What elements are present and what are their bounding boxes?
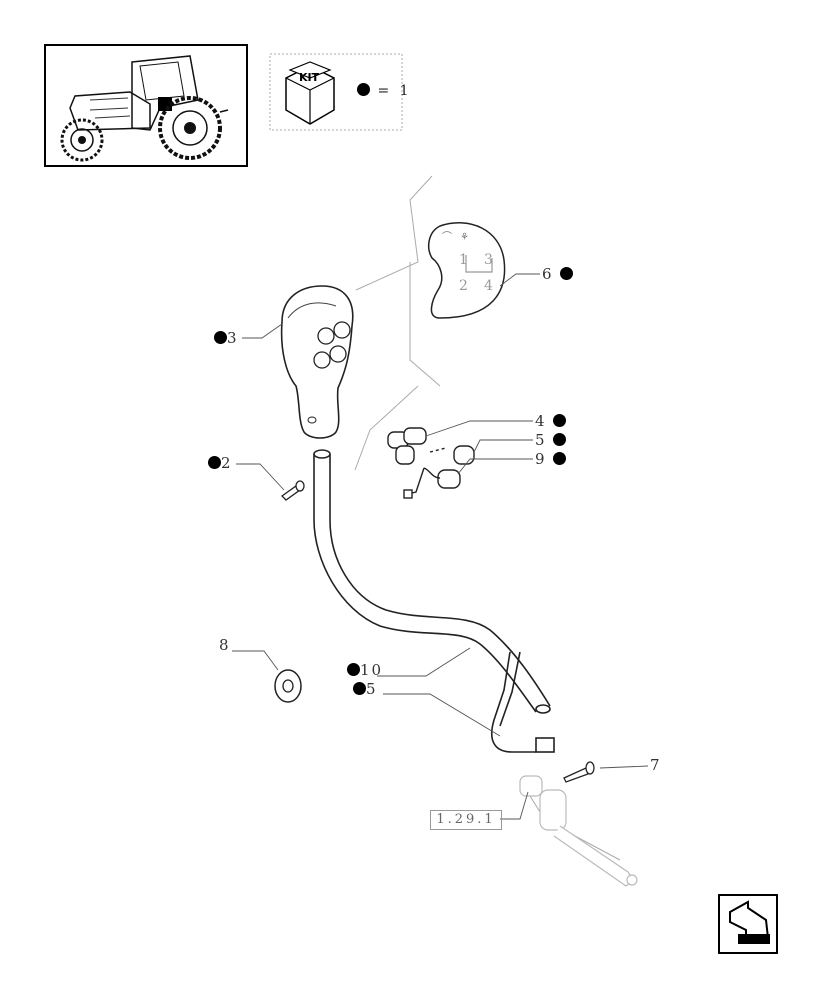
svg-text:⌒: ⌒ — [442, 231, 452, 243]
plate-symbol-1: 1 — [459, 252, 470, 268]
kit-dot-icon — [214, 331, 227, 344]
callout-9-label: 9 — [535, 450, 547, 468]
leader-lines — [232, 273, 649, 820]
callout-5-bottom-label: 5 — [366, 680, 378, 698]
callout-6[interactable]: 6 — [542, 265, 574, 283]
kit-legend-equation: = 1 — [357, 83, 412, 99]
washer-8 — [274, 669, 302, 703]
callout-5-bottom[interactable]: 5 — [353, 681, 378, 697]
callout-3[interactable]: 3 — [214, 330, 239, 346]
kit-dot-icon — [553, 452, 567, 465]
callout-6-label: 6 — [542, 265, 554, 283]
plate-symbol-2: 2 — [459, 278, 470, 294]
callout-9[interactable]: 9 — [535, 450, 567, 468]
callout-5-top[interactable]: 5 — [535, 431, 567, 449]
callout-4[interactable]: 4 — [535, 412, 567, 430]
callout-2[interactable]: 2 — [208, 455, 233, 471]
plate-symbol-4: 4 — [484, 278, 495, 294]
kit-dot-icon — [560, 267, 574, 280]
kit-legend-box — [269, 53, 403, 131]
gear-lever — [313, 449, 551, 714]
reference-box[interactable]: 1.29.1 — [430, 810, 502, 830]
lever-cable — [490, 651, 555, 753]
callout-10[interactable]: 10 — [347, 662, 383, 678]
callout-8-label: 8 — [219, 636, 231, 654]
kit-label: KIT — [298, 71, 320, 84]
tractor-thumbnail-icon[interactable] — [44, 44, 248, 167]
callout-2-label: 2 — [221, 454, 233, 472]
lower-lever-ghost — [519, 775, 638, 887]
callout-8[interactable]: 8 — [219, 637, 231, 653]
switch-assembly — [387, 427, 475, 499]
gear-pattern-plate: ⌒ ⚘ — [427, 222, 506, 319]
callout-3-label: 3 — [227, 329, 239, 347]
kit-dot-icon — [553, 433, 567, 446]
kit-dot-icon — [347, 663, 360, 676]
back-arrow-icon[interactable] — [718, 894, 778, 954]
kit-equals-text: = 1 — [377, 83, 412, 99]
bolt-7 — [563, 761, 595, 783]
callout-4-label: 4 — [535, 412, 547, 430]
callout-7[interactable]: 7 — [650, 757, 662, 773]
kit-dot-icon — [357, 83, 370, 96]
callout-10-label: 10 — [360, 661, 384, 679]
callout-7-label: 7 — [650, 756, 662, 774]
kit-dot-icon — [208, 456, 221, 469]
svg-text:⚘: ⚘ — [460, 232, 469, 243]
callout-5-top-label: 5 — [535, 431, 547, 449]
plate-symbol-3: 3 — [484, 252, 495, 268]
screw-2 — [280, 480, 305, 501]
kit-dot-icon — [553, 414, 567, 427]
gear-knob — [280, 285, 354, 439]
kit-dot-icon — [353, 682, 366, 695]
